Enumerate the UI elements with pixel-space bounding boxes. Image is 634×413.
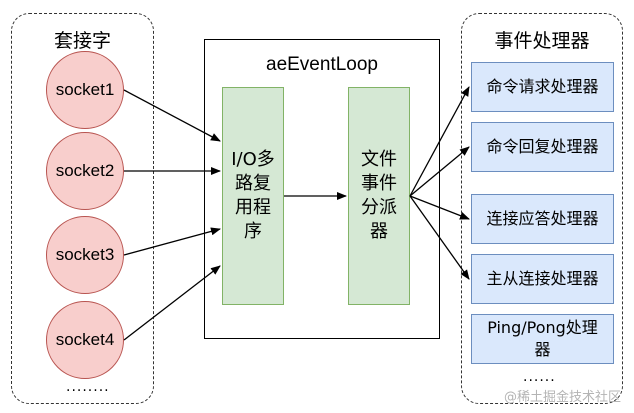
dispatcher-box: 文件 事件 分派 器 (348, 87, 410, 305)
socket-label: socket3 (55, 245, 115, 264)
io-multiplexer-label: I/O多 (231, 149, 275, 170)
handler-label: 主从连接处理器 (486, 269, 599, 288)
handler-box: 连接应答处理器 (471, 194, 614, 244)
arrow-socket1-to-io (123, 89, 221, 142)
io-multiplexer-label: 用程 (234, 197, 271, 218)
socket-label: socket4 (55, 330, 115, 349)
socket-node: socket4 (46, 301, 124, 379)
handlers-group-title: 事件处理器 (494, 30, 590, 52)
handler-label: 命令请求处理器 (486, 77, 599, 96)
handlers-ellipsis: ...... (523, 369, 556, 385)
io-multiplexer-box: I/O多 路复 用程 序 (222, 87, 284, 305)
arrow-socket3-to-io (123, 227, 221, 256)
handler-box: 命令回复处理器 (471, 122, 614, 172)
dispatcher-label: 事件 (361, 173, 397, 194)
sockets-group-title: 套接字 (53, 30, 111, 52)
sockets-ellipsis: ........ (66, 379, 110, 395)
socket-node: socket1 (46, 51, 124, 129)
dispatcher-label: 文件 (361, 149, 397, 170)
dispatcher-label: 器 (370, 221, 388, 242)
event-loop-title: aeEventLoop (266, 54, 378, 75)
watermark: @稀土掘金技术社区 (504, 390, 622, 405)
arrow-dispatcher-to-handler (409, 86, 470, 197)
handler-label: Ping/Pong处理 (487, 318, 598, 337)
arrow-dispatcher-to-handler (409, 195, 470, 280)
handler-box: Ping/Pong处理 器 (471, 314, 614, 364)
handler-label: 命令回复处理器 (486, 137, 599, 156)
handler-box: 命令请求处理器 (471, 62, 614, 112)
socket-node: socket3 (46, 216, 124, 294)
handler-box: 主从连接处理器 (471, 254, 614, 304)
socket-label: socket2 (55, 161, 115, 180)
io-multiplexer-label: 序 (243, 221, 262, 242)
io-multiplexer-label: 路复 (234, 173, 271, 194)
socket-label: socket1 (55, 80, 115, 99)
arrow-dispatcher-to-handler (409, 146, 470, 197)
arrow-dispatcher-to-handler (409, 195, 470, 220)
handler-label: 器 (534, 340, 551, 359)
dispatcher-label: 分派 (361, 197, 397, 218)
handler-label: 连接应答处理器 (486, 209, 599, 228)
arrow-socket4-to-io (123, 265, 221, 341)
socket-node: socket2 (46, 132, 124, 210)
